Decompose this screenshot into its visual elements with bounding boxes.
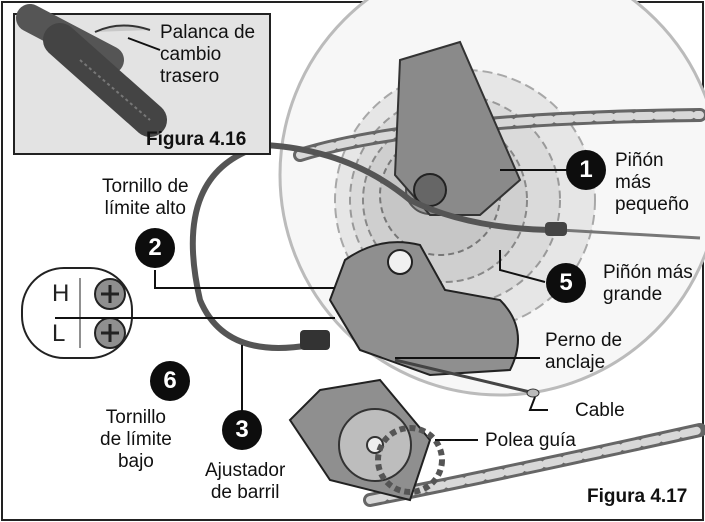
- derailleur-body: [300, 241, 519, 377]
- barrel-adjuster-part: [300, 330, 330, 350]
- high-letter: H: [52, 280, 70, 307]
- cable-end: [394, 358, 540, 398]
- cable-housing: [189, 142, 701, 351]
- inset-figure-4-16: [13, 4, 271, 155]
- shifter-lever-label: Palanca de cambio trasero: [160, 22, 256, 87]
- limit-screw-panel: [21, 267, 133, 359]
- cable-label: Cable: [575, 400, 625, 421]
- leader-lines: [55, 37, 570, 441]
- guide-pulley-label: Polea guía: [485, 430, 576, 451]
- callout-3-badge: 3: [222, 410, 262, 450]
- smallest-cog-label: Piñón más pequeño: [615, 150, 689, 215]
- callout-5-badge: 5: [546, 263, 586, 303]
- anchor-bolt-label: Perno de anclaje: [545, 330, 623, 373]
- barrel-adjuster-label: Ajustador de barril: [205, 460, 286, 503]
- callout-1-badge: 1: [566, 150, 606, 190]
- figure-4-16-caption: Figura 4.16: [146, 129, 247, 150]
- high-limit-screw-label: Tornillo de límite alto: [102, 176, 189, 219]
- largest-cog-label: Piñón más grande: [603, 262, 693, 305]
- figure-4-17-caption: Figura 4.17: [587, 486, 688, 507]
- callout-2-badge: 2: [135, 228, 175, 268]
- derailleur-cage: [288, 378, 445, 502]
- low-letter: L: [52, 320, 66, 347]
- low-limit-screw-label: Tornillo de límite bajo: [100, 407, 172, 472]
- derailleur-hanger: [393, 40, 522, 216]
- callout-6-badge: 6: [150, 361, 190, 401]
